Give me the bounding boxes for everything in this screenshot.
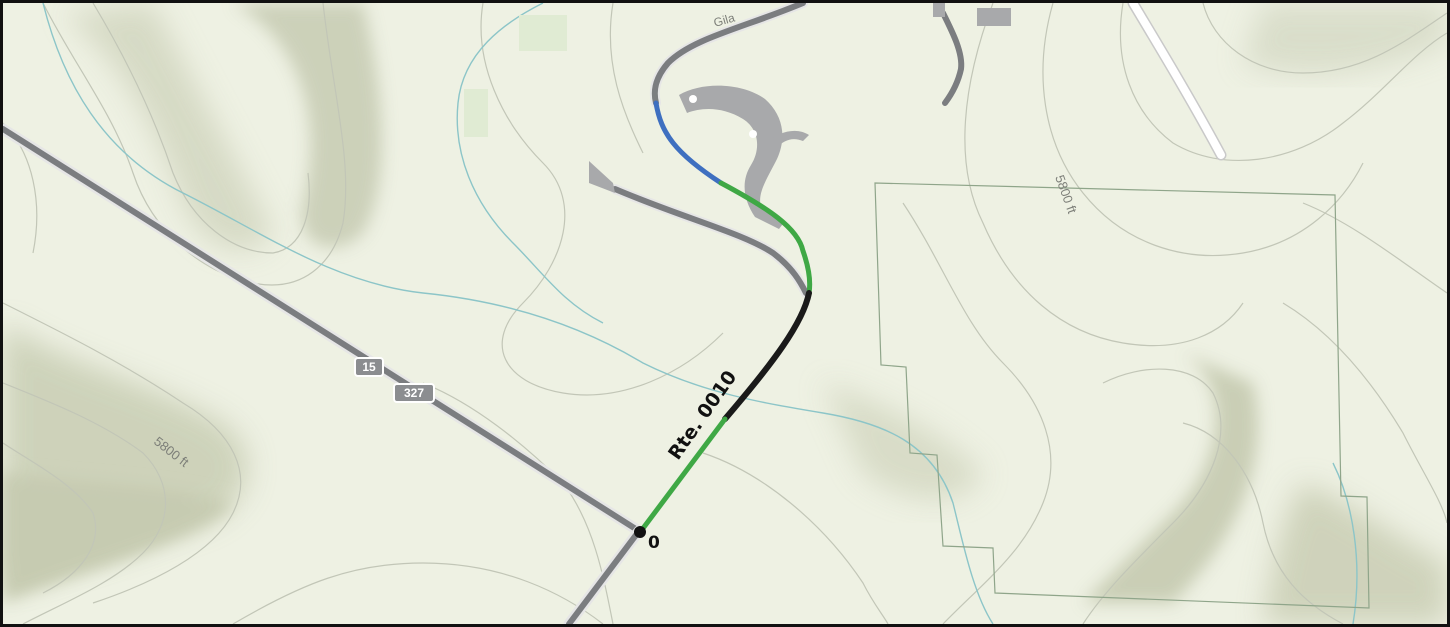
- parcel-boundary: [874, 182, 1370, 609]
- highway-shield-15: 15: [354, 357, 384, 377]
- svg-text:15: 15: [362, 360, 376, 374]
- route-segment-black[interactable]: [722, 290, 812, 422]
- route-segment-green-north[interactable]: [718, 180, 813, 296]
- road-name-label: Gila: [712, 10, 737, 29]
- building-wing: [767, 130, 809, 149]
- building-dot: [749, 130, 757, 138]
- park-patch: [464, 89, 488, 137]
- svg-text:327: 327: [404, 386, 424, 400]
- buildings: [589, 3, 1011, 229]
- building-arrow: [589, 161, 615, 193]
- route-segment-blue[interactable]: [653, 100, 724, 186]
- white-road: [1127, 3, 1227, 161]
- building-block: [933, 3, 945, 17]
- highway-shield-327: 327: [393, 383, 435, 403]
- route-0010[interactable]: [638, 100, 813, 534]
- park-patch: [519, 15, 567, 51]
- hillshade-layer: [3, 3, 1447, 624]
- route-segment-green-south[interactable]: [638, 416, 728, 534]
- gray-roads: [3, 3, 965, 624]
- map-canvas[interactable]: 0 Rte. 0010 5800 ft 5800 ft Gila 15 327: [3, 3, 1447, 624]
- milepost-label: 0: [648, 533, 660, 553]
- stream-lines: [42, 3, 1358, 624]
- building-complex: [679, 85, 785, 229]
- building-block: [977, 8, 1011, 26]
- milepost-marker[interactable]: [634, 526, 646, 538]
- building-dot: [689, 95, 697, 103]
